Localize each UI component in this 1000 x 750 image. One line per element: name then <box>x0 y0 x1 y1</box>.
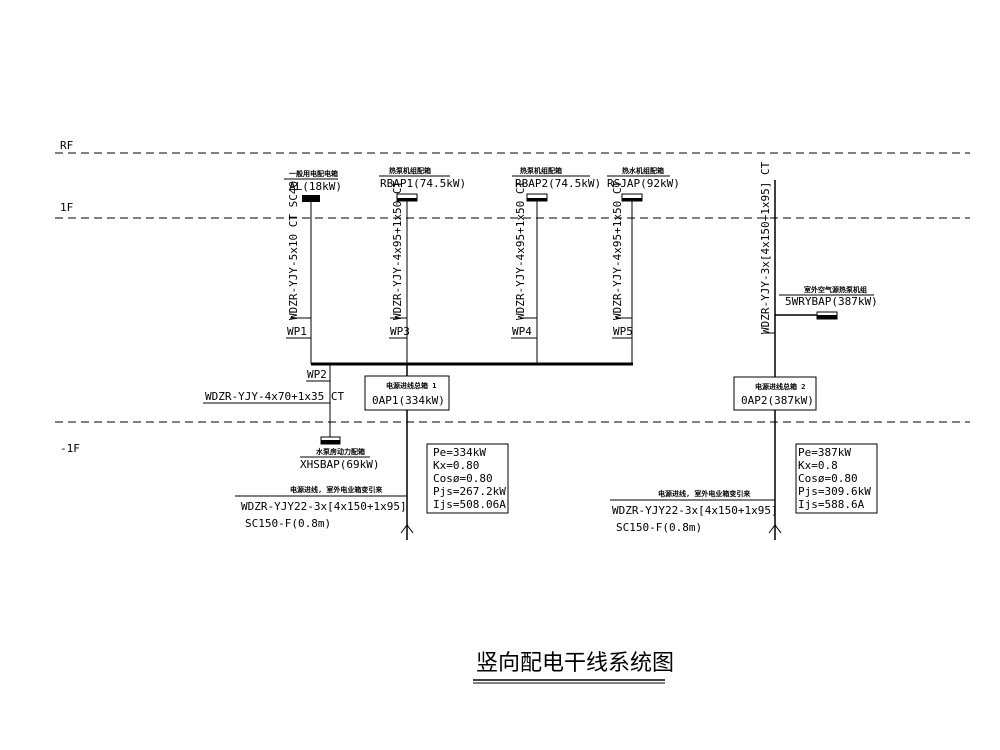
circuit-label: WP1 <box>287 325 307 338</box>
load-calc-box <box>795 443 878 514</box>
floor-label-1f: 1F <box>60 201 73 214</box>
circuit-label: WP2 <box>307 368 327 381</box>
load-cn-label: 热水机组配箱 <box>622 166 664 175</box>
param-pe: Pe=387kW <box>798 446 851 459</box>
floor-label-b1: -1F <box>60 442 80 455</box>
cable-spec: WDZR-YJY-4x70+1x35 CT <box>205 390 344 403</box>
incoming-cable: WDZR-YJY22-3x[4x150+1x95] <box>612 504 778 517</box>
load-name: RBAP2(74.5kW) <box>515 177 601 190</box>
circuit-label: WP5 <box>613 325 633 338</box>
load-cn-label: 室外空气源热泵机组 <box>804 285 867 294</box>
load-name: XHSBAP(69kW) <box>300 458 379 471</box>
param-pjs: Pjs=309.6kW <box>798 485 871 498</box>
cable-spec: WDZR-YJY-3x[4x150+1x95] CT <box>759 161 772 334</box>
param-pjs: Pjs=267.2kW <box>433 485 506 498</box>
param-cos: Cosø=0.80 <box>433 472 493 485</box>
cable-spec: WDZR-YJY-4x95+1x50 CT <box>514 181 527 320</box>
incoming-cable: WDZR-YJY22-3x[4x150+1x95] <box>241 500 407 513</box>
param-cos: Cosø=0.80 <box>798 472 858 485</box>
load-cn-label: 热泵机组配箱 <box>389 166 431 175</box>
distribution-box-icon <box>302 195 320 202</box>
load-name: AL(18kW) <box>289 180 342 193</box>
main-panel-2: WDZR-YJY-3x[4x150+1x95] CT 室外空气源热泵机组 5WR… <box>610 161 878 540</box>
load-feeder-rbap2: 热泵机组配箱 RBAP2(74.5kW) WDZR-YJY-4x95+1x50 … <box>511 166 601 364</box>
param-kx: Kx=0.8 <box>798 459 838 472</box>
load-name: RSJAP(92kW) <box>607 177 680 190</box>
param-ijs: Ijs=588.6A <box>798 498 865 511</box>
circuit-label: WP4 <box>512 325 532 338</box>
panel-name: 0AP1(334kW) <box>372 394 445 407</box>
panel-cn-label: 电源进线总箱 1 <box>386 381 436 390</box>
load-calc-box <box>426 443 509 514</box>
floor-lines: RF 1F -1F <box>55 139 970 455</box>
incoming-cn-label: 电源进线, 室外电业箱变引来 <box>658 489 751 498</box>
load-name: 5WRYBAP(387kW) <box>785 295 878 308</box>
panel-cn-label: 电源进线总箱 2 <box>755 382 805 391</box>
param-kx: Kx=0.80 <box>433 459 479 472</box>
load-feeder-rbap1: 热泵机组配箱 RBAP1(74.5kW) WDZR-YJY-4x95+1x50 … <box>379 166 466 364</box>
cable-spec: WDZR-YJY-4x95+1x50 CT <box>391 181 404 320</box>
load-cn-label: 一般用电配电箱 <box>289 169 338 178</box>
incoming-conduit: SC150-F(0.8m) <box>616 521 702 534</box>
pump-feeder: WP2 WDZR-YJY-4x70+1x35 CT 水泵房动力配箱 XHSBAP… <box>203 364 379 471</box>
circuit-label: WP3 <box>390 325 410 338</box>
load-feeder-rsjap: 热水机组配箱 RSJAP(92kW) WDZR-YJY-4x95+1x50 CT… <box>607 166 680 364</box>
cable-spec: WDZR-YJY-5x10 CT SC40 <box>287 181 300 320</box>
load-name: RBAP1(74.5kW) <box>380 177 466 190</box>
load-feeder-al: 一般用电配电箱 AL(18kW) WDZR-YJY-5x10 CT SC40 W… <box>284 169 342 364</box>
load-cn-label: 热泵机组配箱 <box>520 166 562 175</box>
incoming-conduit: SC150-F(0.8m) <box>245 517 331 530</box>
panel-name: 0AP2(387kW) <box>741 394 814 407</box>
cable-spec: WDZR-YJY-4x95+1x50 CT <box>611 181 624 320</box>
floor-label-rf: RF <box>60 139 73 152</box>
main-panel-1: 电源进线总箱 1 0AP1(334kW) Pe=334kW Kx=0.80 Co… <box>235 364 509 540</box>
drawing-title: 竖向配电干线系统图 <box>476 651 674 676</box>
param-pe: Pe=334kW <box>433 446 486 459</box>
load-cn-label: 水泵房动力配箱 <box>316 447 365 456</box>
incoming-cn-label: 电源进线, 室外电业箱变引来 <box>290 485 383 494</box>
param-ijs: Ijs=508.06A <box>433 498 506 511</box>
